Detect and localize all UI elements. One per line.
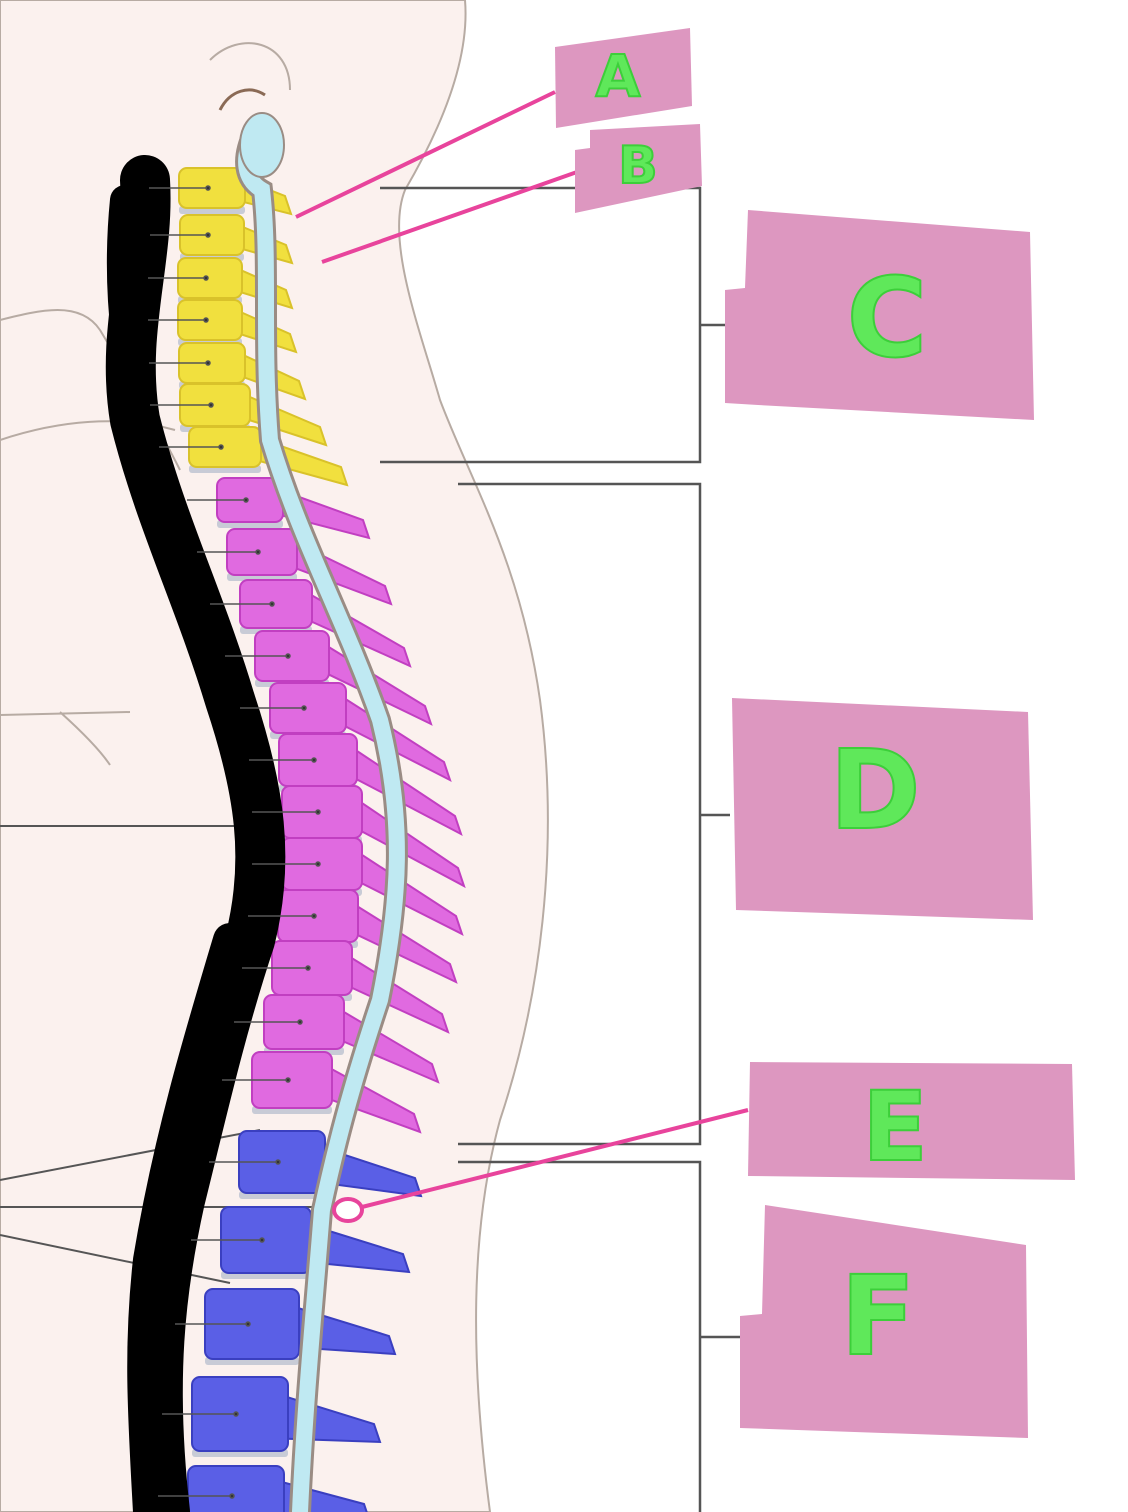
tick-dot	[203, 317, 209, 323]
tick-dot	[305, 965, 311, 971]
label-box-e[interactable]: E	[748, 1062, 1075, 1184]
lumbar-vertebra	[238, 1130, 423, 1199]
tick-dot	[269, 601, 275, 607]
pointer-lines	[295, 90, 749, 1223]
label-text-a: A	[596, 42, 641, 110]
lumbar-vertebrae	[187, 1130, 423, 1512]
cervical-vertebrae	[177, 167, 349, 487]
thoracic-vertebrae	[216, 477, 466, 1134]
tick-dot	[243, 497, 249, 503]
tick-dot	[311, 757, 317, 763]
tick-dot	[205, 360, 211, 366]
label-box-f[interactable]: F	[740, 1205, 1028, 1438]
tick-dot	[229, 1493, 235, 1499]
tick-dot	[255, 549, 261, 555]
tick-dot	[245, 1321, 251, 1327]
tick-dot	[233, 1411, 239, 1417]
label-box-b[interactable]: B	[575, 124, 702, 213]
redaction-scribble	[105, 155, 286, 1512]
tick-dot	[297, 1019, 303, 1025]
label-text-c: C	[847, 254, 928, 382]
label-box-c[interactable]: C	[725, 210, 1034, 420]
label-box-a[interactable]: A	[555, 28, 692, 128]
tick-dot	[285, 653, 291, 659]
tick-dot	[218, 444, 224, 450]
tick-dot	[259, 1237, 265, 1243]
tick-dot	[285, 1077, 291, 1083]
tick-dot	[203, 275, 209, 281]
tick-dot	[205, 185, 211, 191]
tick-dot	[205, 232, 211, 238]
tick-dot	[315, 861, 321, 867]
tick-dot	[315, 809, 321, 815]
label-text-f: F	[840, 1252, 915, 1380]
tick-dot	[208, 402, 214, 408]
label-text-b: B	[618, 136, 658, 196]
label-text-d: D	[829, 726, 920, 854]
tick-dot	[301, 705, 307, 711]
label-text-e: E	[862, 1071, 928, 1183]
lumbar-vertebra	[220, 1206, 411, 1279]
tick-dot	[275, 1159, 281, 1165]
vertebral-body	[187, 1465, 285, 1512]
spinal-cord	[235, 112, 408, 1512]
tick-dot	[311, 913, 317, 919]
vertebra-tick-marks	[148, 185, 321, 1499]
label-box-d[interactable]: D	[732, 698, 1033, 920]
